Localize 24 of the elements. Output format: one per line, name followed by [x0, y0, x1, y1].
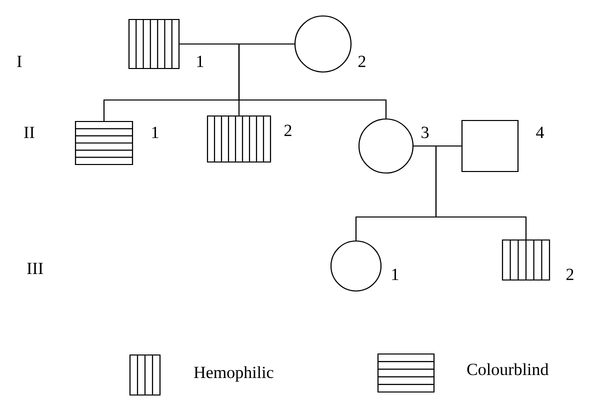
female-circle [358, 118, 414, 174]
generation-label: II [24, 126, 34, 138]
generation-number: 4 [536, 126, 544, 138]
generation-number: 2 [566, 268, 574, 280]
female-circle [294, 15, 352, 73]
male-square [74, 120, 134, 166]
male-square [128, 18, 180, 70]
descent-line [238, 44, 387, 118]
legend-text: Hemophilic [194, 366, 274, 382]
male-square [502, 239, 550, 281]
generation-number: 3 [422, 126, 429, 138]
generation-number: 1 [152, 126, 158, 138]
legend-text: Colourblind [467, 363, 549, 376]
female-circle [330, 240, 382, 292]
generation-label: III [27, 262, 43, 274]
generation-label: I [17, 56, 22, 67]
male-square [461, 120, 519, 172]
generation-number: 2 [284, 124, 292, 136]
generation-number: 1 [197, 56, 204, 67]
generation-number: 1 [392, 268, 398, 280]
mating-line [180, 43, 294, 45]
descent-line [414, 145, 527, 240]
male-square [206, 115, 272, 163]
generation-number: 2 [358, 56, 366, 67]
